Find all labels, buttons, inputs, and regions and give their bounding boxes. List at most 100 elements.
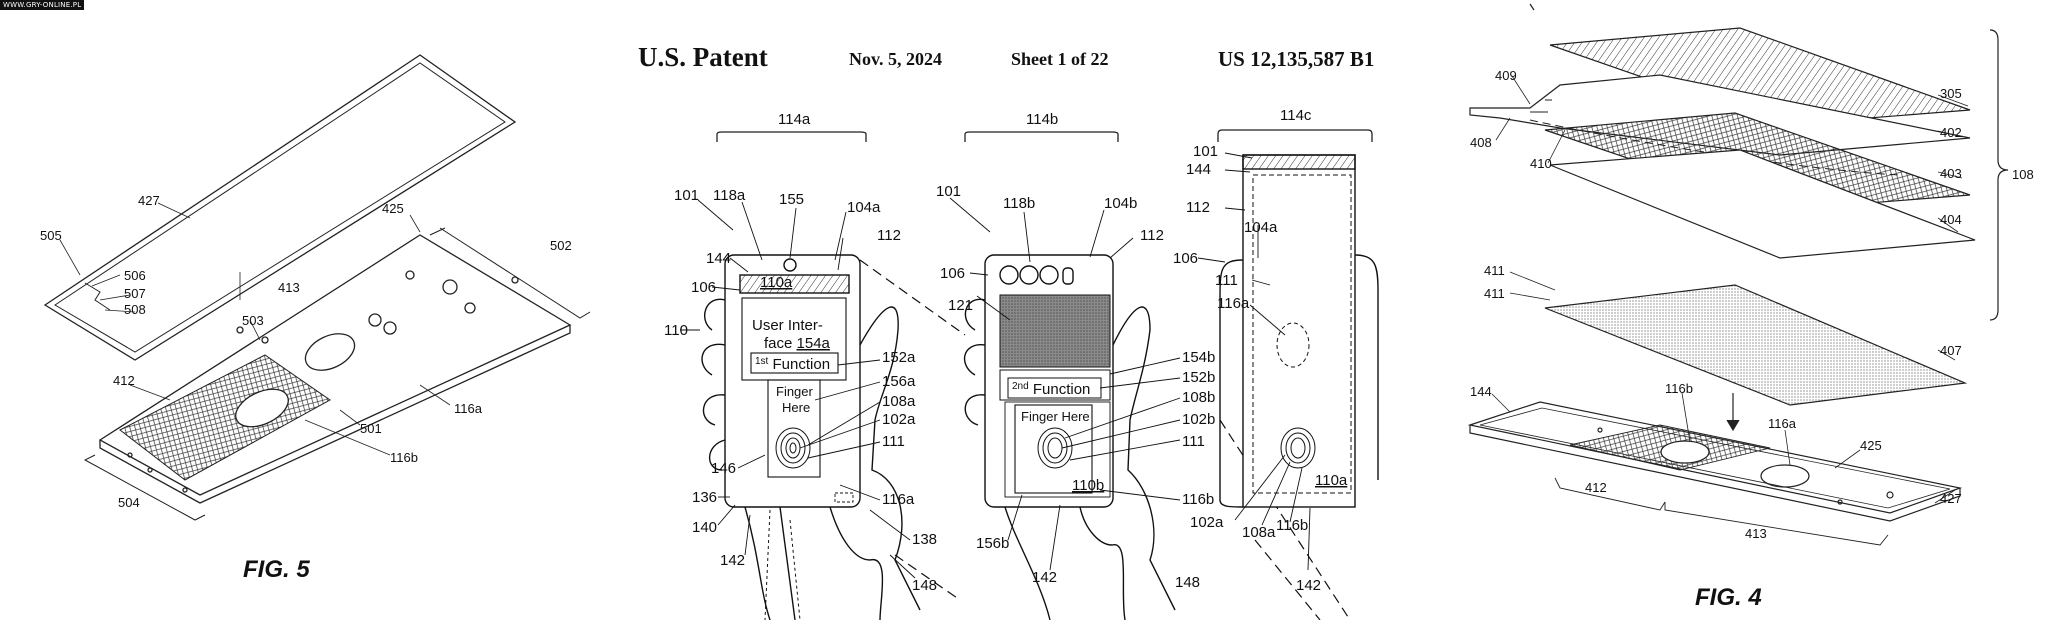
first-function-label: 1st Function: [755, 356, 830, 373]
fig1-label: 144: [706, 250, 731, 267]
fig4-label: 116a: [1768, 416, 1797, 431]
fig4-label: 404: [1940, 212, 1962, 227]
fig4-drawing: [1467, 3, 2009, 546]
finger-here-b: Finger Here: [1021, 409, 1090, 424]
fig1-label: 116a: [1217, 295, 1250, 312]
fig5-label: 508: [124, 302, 146, 317]
fig1-label: 106: [691, 279, 716, 296]
fig1-label: 106: [1173, 250, 1198, 267]
finger-here-line1: Finger: [776, 384, 814, 399]
fig1-label: 148: [1175, 574, 1200, 591]
user-interface-line1: User Inter-: [752, 317, 823, 334]
fig1-label: 116b: [1276, 517, 1308, 534]
screen-panel-110a-back: 110a: [1315, 472, 1348, 489]
fig1-label: 152a: [882, 349, 916, 366]
fig5-label: 504: [118, 495, 140, 510]
fig4-label: 425: [1860, 438, 1882, 453]
fig5-label: 506: [124, 268, 146, 283]
fig1-label: 118a: [713, 187, 746, 204]
fig5-label: 116b: [390, 450, 418, 465]
fig1-label: 112: [877, 227, 901, 244]
fig5-label: 427: [138, 193, 160, 208]
fig4-label: 403: [1940, 166, 1962, 181]
fig1-label: 156a: [882, 373, 916, 390]
fig1-label: 112: [1186, 199, 1210, 216]
fig1-label: 111: [1182, 433, 1205, 450]
fig4-label: 409: [1495, 68, 1517, 83]
fig4-caption: FIG. 4: [1695, 584, 1762, 611]
patent-date: Nov. 5, 2024: [849, 49, 943, 69]
fig4-label: 408: [1470, 135, 1492, 150]
bracket-label-114b: 114b: [1026, 111, 1058, 128]
fig1-label: 104b: [1104, 195, 1137, 212]
fig1-label: 144: [1186, 161, 1211, 178]
fig5-label: 502: [550, 238, 572, 253]
fig1-label: 104a: [847, 199, 881, 216]
phone-c-drawing: [1219, 154, 1379, 508]
fig1-label: 118b: [1003, 195, 1035, 212]
fig5-caption: FIG. 5: [243, 556, 310, 583]
fig4-label: 410: [1530, 156, 1552, 171]
site-watermark: WWW.GRY-ONLINE.PL: [0, 0, 85, 10]
fig1-label: 146: [711, 460, 736, 477]
fig1-label: 111: [1215, 272, 1238, 289]
fig1-label: 102a: [1190, 514, 1224, 531]
fig1-label: 101: [936, 183, 961, 200]
fig5-drawing: [43, 54, 591, 521]
fig1-label: 156b: [976, 535, 1009, 552]
finger-here-line2: Here: [782, 400, 810, 415]
fig4-label: 144: [1470, 384, 1492, 399]
fig1-label: 142: [1296, 577, 1321, 594]
bracket-label-114c: 114c: [1280, 107, 1312, 124]
fig1-label: 121: [948, 297, 973, 314]
fig5-label: 501: [360, 421, 382, 436]
fig4-labels: 409 305 408 410 402 403 108 404 411 411 …: [1470, 68, 2034, 611]
fig5-labels: 427 425 505 506 507 508 502 413 503 412 …: [40, 193, 572, 583]
phone-a-screen-text: 110a User Inter- face 154a 1st Function …: [750, 274, 839, 415]
fig1-label: 152b: [1182, 369, 1215, 386]
phone-b-screen-text: 2nd Function Finger Here 110b: [1012, 381, 1104, 494]
phone-a-drawing: [701, 254, 1351, 620]
fig4-label: 116b: [1665, 381, 1693, 396]
patent-header: U.S. Patent Nov. 5, 2024 Sheet 1 of 22 U…: [638, 42, 1398, 82]
screen-panel-110b: 110b: [1072, 477, 1104, 494]
fig5-label: 412: [113, 373, 135, 388]
user-interface-line2: face 154a: [764, 335, 831, 352]
fig1-label: 142: [720, 552, 745, 569]
fig4-label: 402: [1940, 125, 1962, 140]
fig1-label: 112: [1140, 227, 1164, 244]
fig1-label: 142: [1032, 569, 1057, 586]
phone-b-drawing: [963, 254, 1176, 620]
fig4-label: 305: [1940, 86, 1962, 101]
patent-sheet: Sheet 1 of 22: [1011, 49, 1109, 69]
fig1-label: 116a: [882, 491, 915, 508]
fig5-label: 425: [382, 201, 404, 216]
fig4-label: 427: [1940, 491, 1962, 506]
fig1-label: 104a: [1244, 219, 1278, 236]
fig5-label: 413: [278, 280, 300, 295]
fig4-label: 411: [1484, 263, 1505, 278]
fig1-brackets: [716, 129, 1373, 142]
fig4-label: 411: [1484, 286, 1505, 301]
fig5-label: 505: [40, 228, 62, 243]
fig1-label: 108a: [882, 393, 916, 410]
fig1-label: 102b: [1182, 411, 1215, 428]
fig1-label: 106: [940, 265, 965, 282]
fig1-leaders: [680, 152, 1311, 579]
fig1-label: 108b: [1182, 389, 1215, 406]
fig5-label: 503: [242, 313, 264, 328]
fig5-label: 116a: [454, 401, 483, 416]
fig4-label: 407: [1940, 343, 1962, 358]
fig1-label: 140: [692, 519, 717, 536]
fig1-label: 116b: [1182, 491, 1214, 508]
fig1-label: 111: [882, 433, 905, 450]
screen-panel-110a: 110a: [760, 274, 793, 291]
fig1-labels: 101 118a 155 104a 112 144 106 110 146 13…: [664, 143, 1321, 594]
fig1-label: 155: [779, 191, 804, 208]
bracket-label-114a: 114a: [778, 111, 811, 128]
fig1-label: 102a: [882, 411, 916, 428]
fig1-label: 154b: [1182, 349, 1215, 366]
fig1-label: 148: [912, 577, 937, 594]
fig1-label: 138: [912, 531, 937, 548]
